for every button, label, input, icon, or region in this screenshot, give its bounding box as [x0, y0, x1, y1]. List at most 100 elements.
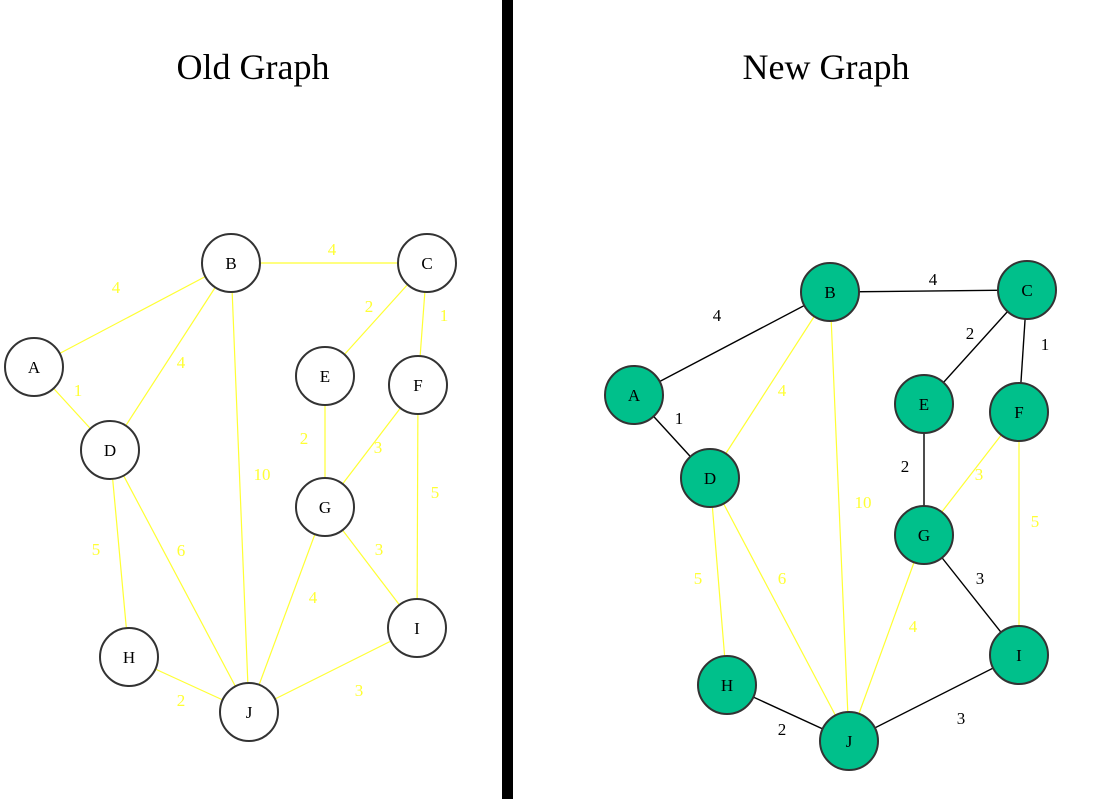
- node-e: E: [295, 346, 355, 406]
- node-label: H: [721, 676, 733, 695]
- node-circle: [989, 382, 1049, 442]
- edge-B-C: [829, 289, 1028, 293]
- edge-weight-J-I: 3: [355, 681, 364, 700]
- edge-B-J: [230, 262, 250, 713]
- edge-weight-G-J: 4: [909, 617, 918, 636]
- edge-weight-B-C: 4: [328, 240, 337, 259]
- node-label: A: [28, 358, 41, 377]
- node-a: A: [604, 365, 664, 425]
- edge-weight-C-F: 1: [1041, 335, 1050, 354]
- node-circle: [201, 233, 261, 293]
- node-circle: [819, 711, 879, 771]
- edge-weight-E-G: 2: [901, 457, 910, 476]
- node-circle: [4, 337, 64, 397]
- new-graph-title: New Graph: [743, 47, 910, 87]
- edge-weight-E-G: 2: [300, 429, 309, 448]
- edge-G-J: [848, 534, 925, 742]
- node-label: D: [104, 441, 116, 460]
- edge-weight-G-I: 3: [375, 540, 384, 559]
- edge-weight-J-I: 3: [957, 709, 966, 728]
- edge-weight-A-B: 4: [112, 278, 121, 297]
- node-circle: [219, 682, 279, 742]
- node-label: E: [919, 395, 929, 414]
- edge-weight-F-G: 3: [374, 438, 383, 457]
- edge-weight-G-I: 3: [976, 569, 985, 588]
- edge-G-J: [248, 506, 326, 713]
- panel-divider: [502, 0, 513, 799]
- edge-B-D: [709, 291, 831, 479]
- node-label: I: [414, 619, 420, 638]
- edge-weight-C-F: 1: [440, 306, 449, 325]
- edge-weight-A-D: 1: [675, 409, 684, 428]
- edge-weight-F-I: 5: [431, 483, 440, 502]
- node-label: I: [1016, 646, 1022, 665]
- node-circle: [697, 655, 757, 715]
- edge-B-J: [829, 291, 850, 742]
- node-j: J: [819, 711, 879, 771]
- node-circle: [397, 233, 457, 293]
- node-d: D: [80, 420, 140, 480]
- node-circle: [894, 505, 954, 565]
- node-i: I: [989, 625, 1049, 685]
- edge-weight-B-D: 4: [778, 381, 787, 400]
- node-e: E: [894, 374, 954, 434]
- edge-B-D: [109, 262, 232, 451]
- edge-weight-F-G: 3: [975, 465, 984, 484]
- node-label: C: [421, 254, 432, 273]
- node-label: F: [413, 376, 422, 395]
- node-label: D: [704, 469, 716, 488]
- node-circle: [800, 262, 860, 322]
- new-edges: [633, 289, 1028, 742]
- node-f: F: [989, 382, 1049, 442]
- edge-weight-A-D: 1: [74, 381, 83, 400]
- edge-J-I: [248, 627, 418, 713]
- node-label: E: [320, 367, 330, 386]
- edge-J-I: [848, 654, 1020, 742]
- edge-weight-B-C: 4: [929, 270, 938, 289]
- edge-A-B: [633, 291, 831, 396]
- node-circle: [680, 448, 740, 508]
- edge-weight-D-H: 5: [92, 540, 101, 559]
- node-f: F: [388, 355, 448, 415]
- node-a: A: [4, 337, 64, 397]
- edge-weight-D-J: 6: [177, 541, 186, 560]
- node-label: H: [123, 648, 135, 667]
- node-d: D: [680, 448, 740, 508]
- node-circle: [604, 365, 664, 425]
- edge-weight-B-D: 4: [177, 353, 186, 372]
- node-circle: [388, 355, 448, 415]
- edge-weight-B-J: 10: [855, 493, 872, 512]
- edge-weight-H-J: 2: [778, 720, 787, 739]
- edge-A-B: [33, 262, 232, 368]
- old-graph-title: Old Graph: [177, 47, 330, 87]
- edge-weight-G-J: 4: [309, 588, 318, 607]
- old-edges: [33, 262, 428, 713]
- node-label: J: [846, 732, 853, 751]
- node-circle: [80, 420, 140, 480]
- node-i: I: [387, 598, 447, 658]
- node-circle: [989, 625, 1049, 685]
- edge-weight-D-H: 5: [694, 569, 703, 588]
- node-circle: [387, 598, 447, 658]
- node-label: G: [319, 498, 331, 517]
- edge-weight-A-B: 4: [713, 306, 722, 325]
- edge-D-H: [709, 477, 728, 686]
- edge-weight-D-J: 6: [778, 569, 787, 588]
- edge-weight-C-E: 2: [365, 297, 374, 316]
- node-c: C: [997, 260, 1057, 320]
- edge-weight-C-E: 2: [966, 324, 975, 343]
- node-g: G: [894, 505, 954, 565]
- edge-D-J: [109, 449, 250, 713]
- edge-D-H: [109, 449, 130, 658]
- node-label: C: [1021, 281, 1032, 300]
- node-h: H: [697, 655, 757, 715]
- node-circle: [99, 627, 159, 687]
- node-label: B: [225, 254, 236, 273]
